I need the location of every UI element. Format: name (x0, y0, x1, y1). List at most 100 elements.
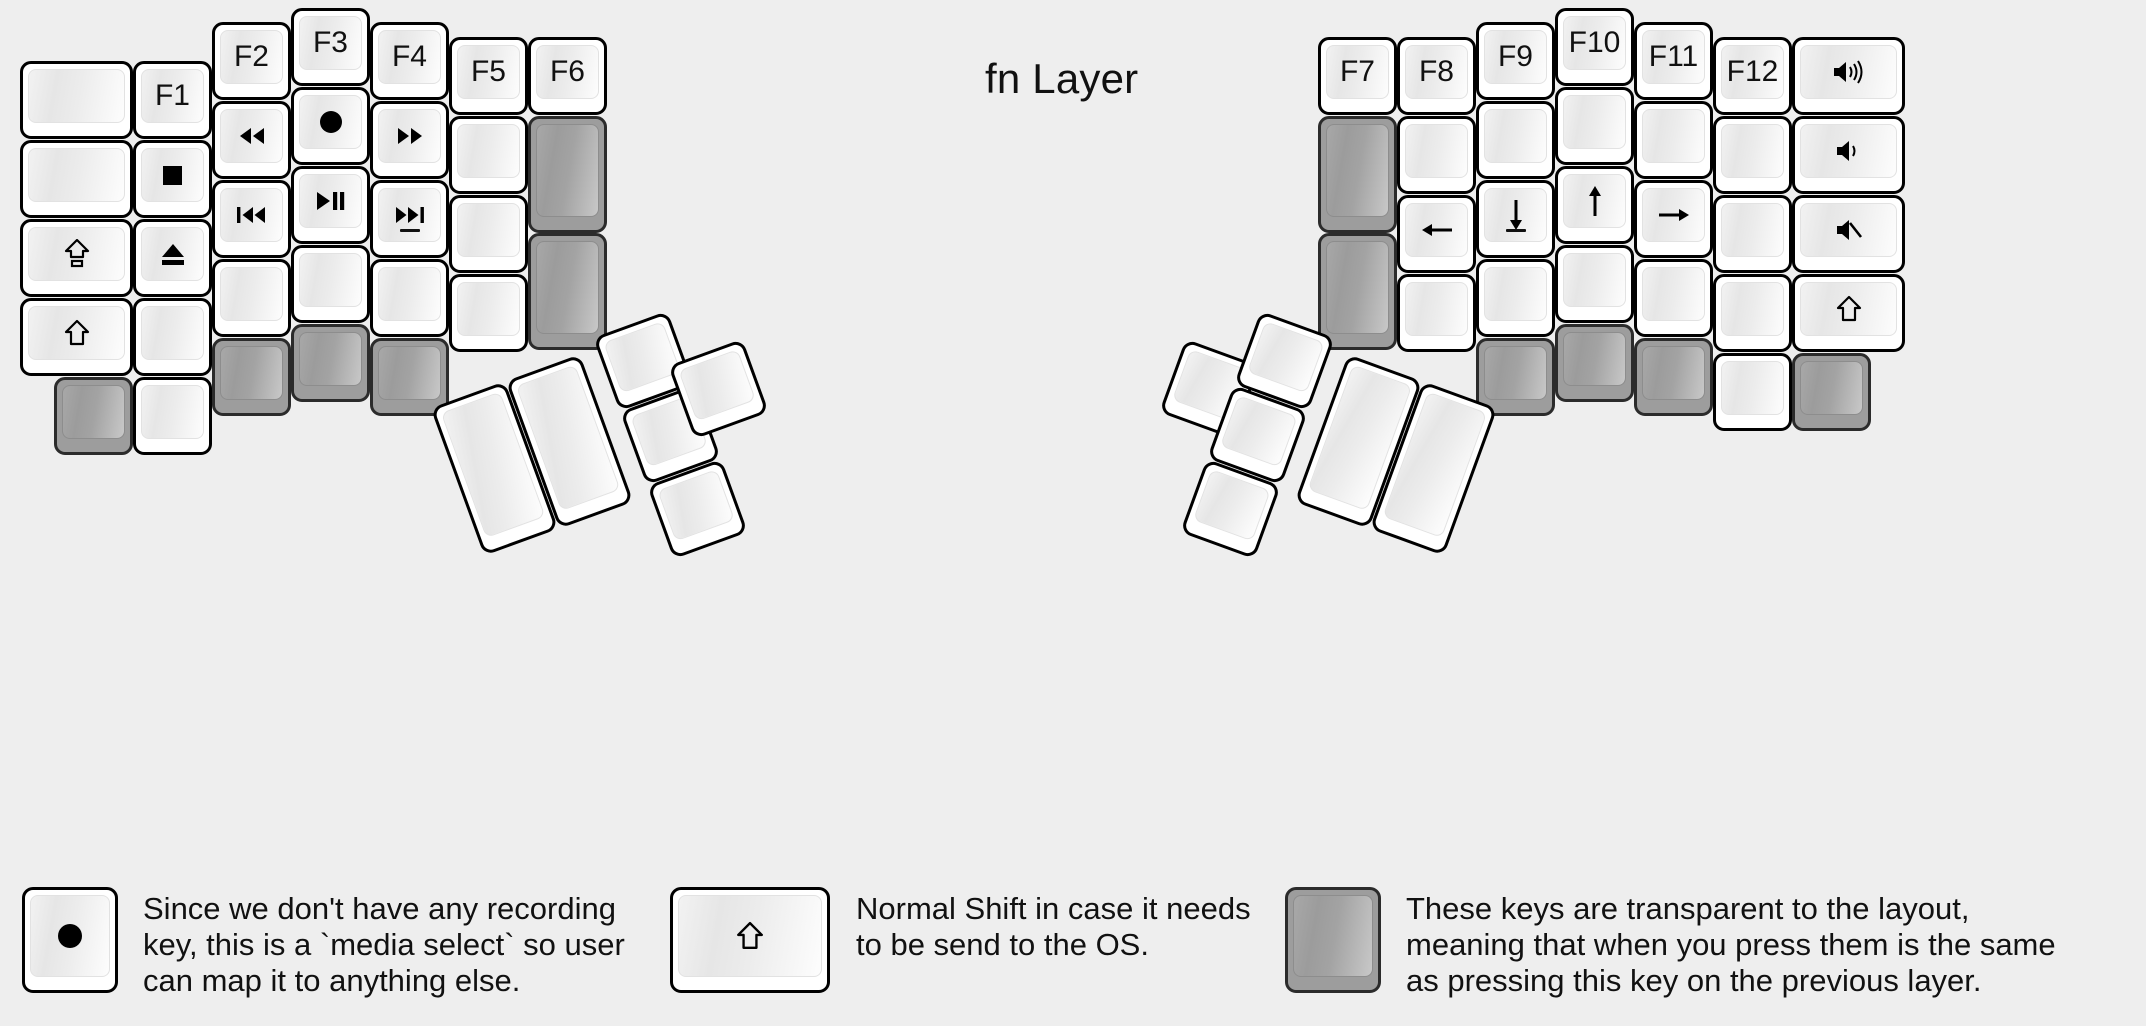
right-c5-r2-key[interactable] (1713, 195, 1792, 273)
keycap-face (28, 69, 125, 123)
right-c1-r2-key-arrow-left[interactable] (1397, 195, 1476, 273)
keycap-face (378, 267, 441, 321)
left-c5-r1-key[interactable] (449, 116, 528, 194)
keycap-face (1247, 321, 1325, 394)
left-c3-r1-key-record[interactable] (291, 87, 370, 165)
left-c1-r1-key-stop[interactable] (133, 140, 212, 218)
right-c3-r1-key[interactable] (1555, 87, 1634, 165)
keycap-face (1326, 124, 1389, 217)
keycap-face: F11 (1642, 30, 1705, 84)
keycap-face (1563, 253, 1626, 307)
right-c2-r3-key[interactable] (1476, 259, 1555, 337)
right-c2-r2-key-arrow-down[interactable] (1476, 180, 1555, 258)
left-c2-r4-key-transparent[interactable] (212, 338, 291, 416)
right-c1-r3-key[interactable] (1397, 274, 1476, 352)
right-c0-r2-key-transparent-tall[interactable] (1318, 233, 1397, 350)
left-c4-r4-key-transparent[interactable] (370, 338, 449, 416)
homing-bar-icon (399, 229, 420, 232)
left-c2-r0-key-f2[interactable]: F2 (212, 22, 291, 100)
right-c4-r3-key[interactable] (1634, 259, 1713, 337)
right-c4-r2-key-arrow-right[interactable] (1634, 180, 1713, 258)
keycap-face: F5 (457, 45, 520, 99)
media-play-pause-icon (315, 190, 346, 212)
keycap-face: F12 (1721, 45, 1784, 99)
right-c4-r0-key-f11[interactable]: F11 (1634, 22, 1713, 100)
left-c2-r2-key-prev-track[interactable] (212, 180, 291, 258)
left-c6-r0-key-f6[interactable]: F6 (528, 37, 607, 115)
right-c6-r1-key-volume-down[interactable] (1792, 116, 1905, 194)
right-c2-r1-key[interactable] (1476, 101, 1555, 179)
right-c4-r1-key[interactable] (1634, 101, 1713, 179)
keycap-face (457, 124, 520, 178)
left-c0-r0-key[interactable] (20, 61, 133, 139)
right-c5-r0-key-f12[interactable]: F12 (1713, 37, 1792, 115)
left-c3-r4-key-transparent[interactable] (291, 324, 370, 402)
left-c0-r1-key[interactable] (20, 140, 133, 218)
shift-icon (736, 921, 764, 951)
right-c3-r0-key-f10[interactable]: F10 (1555, 8, 1634, 86)
keycap-face (28, 227, 125, 281)
left-c3-r2-key-play-pause[interactable] (291, 166, 370, 244)
legend-key-transparent (1285, 887, 1381, 993)
media-next-track-icon (393, 205, 426, 225)
page-title: fn Layer (985, 55, 1139, 102)
media-record-icon (56, 922, 84, 950)
left-c3-r3-key[interactable] (291, 245, 370, 323)
left-c0-r4-key-transparent[interactable] (54, 377, 133, 455)
left-c0-r2-key-capslock[interactable] (20, 219, 133, 297)
right-c3-r2-key-arrow-up[interactable] (1555, 166, 1634, 244)
right-c2-r0-key-f9[interactable]: F9 (1476, 22, 1555, 100)
right-c5-r3-key[interactable] (1713, 274, 1792, 352)
legend-text-shift: Normal Shift in case it needs to be send… (856, 891, 1251, 962)
right-c4-r4-key-transparent[interactable] (1634, 338, 1713, 416)
left-c6-r2-key-transparent-tall[interactable] (528, 233, 607, 350)
volume-up-icon (1831, 59, 1867, 85)
left-c6-r1-key-transparent-tall[interactable] (528, 116, 607, 233)
legend-text-transparent: These keys are transparent to the layout… (1406, 891, 2056, 998)
media-fast-forward-icon (395, 126, 425, 146)
right-c6-r3-key-shift[interactable] (1792, 274, 1905, 352)
right-c0-r0-key-f7[interactable]: F7 (1318, 37, 1397, 115)
left-c0-r3-key-shift[interactable] (20, 298, 133, 376)
keycap-face (220, 109, 283, 163)
key-legend: F1 (154, 79, 190, 112)
left-c4-r1-key-fast-forward[interactable] (370, 101, 449, 179)
left-c1-r3-key[interactable] (133, 298, 212, 376)
right-c5-r1-key[interactable] (1713, 116, 1792, 194)
left-c5-r2-key[interactable] (449, 195, 528, 273)
left-c4-r0-key-f4[interactable]: F4 (370, 22, 449, 100)
left-c1-r0-key-f1[interactable]: F1 (133, 61, 212, 139)
arrow-down-icon (1505, 198, 1527, 232)
left-c5-r0-key-f5[interactable]: F5 (449, 37, 528, 115)
left-c3-r0-key-f3[interactable]: F3 (291, 8, 370, 86)
keycap-face (141, 385, 204, 439)
left-c2-r1-key-rewind[interactable] (212, 101, 291, 179)
right-c6-r4-key-transparent[interactable] (1792, 353, 1871, 431)
right-c3-r3-key[interactable] (1555, 245, 1634, 323)
keycap-face (678, 895, 822, 977)
right-c5-r4-key[interactable] (1713, 353, 1792, 431)
right-c1-r0-key-f8[interactable]: F8 (1397, 37, 1476, 115)
keycap-face (299, 332, 362, 386)
left-c4-r2-key-next-track[interactable] (370, 180, 449, 258)
left-c1-r2-key-eject[interactable] (133, 219, 212, 297)
right-c1-r1-key[interactable] (1397, 116, 1476, 194)
left-c2-r3-key[interactable] (212, 259, 291, 337)
key-legend: F11 (1648, 40, 1699, 73)
caps-lock-icon (64, 239, 90, 269)
legend-key-record (22, 887, 118, 993)
keycap-face (1721, 124, 1784, 178)
right-c3-r4-key-transparent[interactable] (1555, 324, 1634, 402)
keycap-face (220, 188, 283, 242)
left-c4-r3-key[interactable] (370, 259, 449, 337)
right-c2-r4-key-transparent[interactable] (1476, 338, 1555, 416)
right-c6-r0-key-volume-up[interactable] (1792, 37, 1905, 115)
key-legend: F7 (1339, 55, 1375, 88)
right-c6-r2-key-volume-mute[interactable] (1792, 195, 1905, 273)
legend-item-transparent: These keys are transparent to the layout… (1285, 887, 2056, 999)
left-c5-r3-key[interactable] (449, 274, 528, 352)
legend-key-shift (670, 887, 830, 993)
keycap-face (1800, 282, 1897, 336)
left-c1-r4-key[interactable] (133, 377, 212, 455)
right-c0-r1-key-transparent-tall[interactable] (1318, 116, 1397, 233)
